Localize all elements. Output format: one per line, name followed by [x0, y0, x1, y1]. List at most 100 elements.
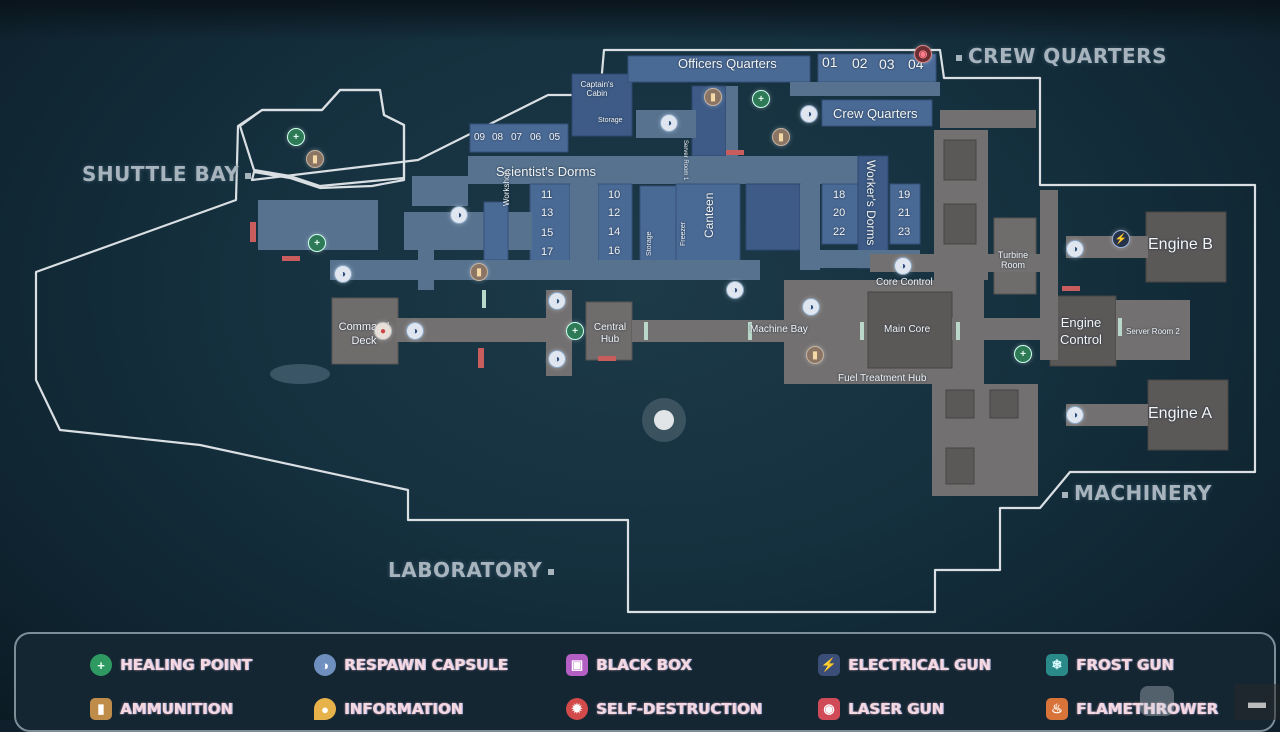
legend-electrical-gun: ⚡ ELECTRICAL GUN: [818, 654, 991, 676]
label-dorm-10: 10: [608, 189, 621, 201]
label-central-hub: Central Hub: [593, 322, 627, 345]
healing-point-icon: +: [90, 654, 112, 676]
label-freezer: Freezer: [680, 221, 687, 246]
section-crew-quarters: CREW QUARTERS: [950, 44, 1167, 68]
electrical-gun-icon[interactable]: ⚡: [1112, 230, 1130, 248]
label-crew-01: 01: [822, 54, 838, 70]
label-engine-a: Engine A: [1148, 405, 1213, 422]
label-turbine-room: Turbine Room: [997, 250, 1029, 270]
engine-b-room: [1145, 211, 1227, 283]
label-core-control: Core Control: [876, 277, 933, 288]
respawn-capsule-icon[interactable]: ◑: [1066, 240, 1084, 258]
label-main-core: Main Core: [884, 324, 931, 335]
main-core-room: [867, 291, 953, 369]
self-destruction-icon: ✹: [566, 698, 588, 720]
legend-laser-gun: ◉ LASER GUN: [818, 698, 944, 720]
label-dorm-23: 23: [898, 226, 911, 238]
weapon-icon[interactable]: ▬: [1234, 684, 1280, 720]
label-fuel-treatment-hub: Fuel Treatment Hub: [838, 373, 927, 384]
ammunition-icon[interactable]: ▮: [772, 128, 790, 146]
flamethrower-icon: ♨: [1046, 698, 1068, 720]
light-glow: [654, 410, 674, 430]
laser-gun-icon: ◉: [818, 698, 840, 720]
server-room-2-room: [1116, 300, 1190, 360]
label-machine-bay: Machine Bay: [750, 324, 808, 335]
captains-cabin-room: [571, 73, 633, 137]
label-workshop: Workshop: [502, 170, 511, 206]
healing-point-icon[interactable]: +: [752, 90, 770, 108]
label-dorm-15: 15: [541, 227, 554, 239]
legend-frost-gun: ❄ FROST GUN: [1046, 654, 1174, 676]
respawn-capsule-icon[interactable]: ◑: [800, 105, 818, 123]
healing-point-icon[interactable]: +: [287, 128, 305, 146]
ammunition-icon[interactable]: ▮: [806, 346, 824, 364]
label-server-room-1: Server Room 1: [682, 140, 688, 181]
top-shade: [0, 0, 1280, 40]
label-dorm-19: 19: [898, 189, 911, 201]
overlay-button[interactable]: [1140, 686, 1174, 716]
respawn-capsule-icon: ◑: [314, 654, 336, 676]
engine-a-room: [1147, 379, 1229, 451]
information-icon: ●: [314, 698, 336, 720]
label-dorm-11: 11: [541, 189, 553, 201]
crew-quarters-room: [821, 99, 933, 127]
label-dorm-13: 13: [541, 207, 554, 219]
label-dorm-12: 12: [608, 207, 621, 219]
legend-respawn-capsule: ◑ RESPAWN CAPSULE: [314, 654, 508, 676]
respawn-capsule-icon[interactable]: ◑: [548, 350, 566, 368]
black-box-icon: ▣: [566, 654, 588, 676]
label-crew-quarters: Crew Quarters: [833, 106, 918, 121]
label-engine-control: Engine Control: [1060, 315, 1102, 347]
label-dorm-07: 07: [511, 132, 523, 143]
healing-point-icon[interactable]: +: [308, 234, 326, 252]
label-server-room-2: Server Room 2: [1126, 327, 1180, 336]
label-scientists-dorms: Scientist's Dorms: [496, 164, 597, 179]
section-shuttle-bay: SHUTTLE BAY: [82, 162, 257, 186]
laser-gun-icon[interactable]: ◉: [914, 45, 932, 63]
label-dorm-14: 14: [608, 226, 621, 238]
label-dorm-20: 20: [833, 207, 846, 219]
respawn-capsule-icon[interactable]: ◑: [1066, 406, 1084, 424]
healing-point-icon[interactable]: +: [1014, 345, 1032, 363]
label-dorm-18: 18: [833, 189, 846, 201]
label-canteen: Canteen: [702, 192, 716, 238]
workers-dorms-room: [857, 155, 889, 269]
workshop-room: [483, 201, 509, 261]
officers-quarters-room: [627, 55, 811, 83]
label-officers-quarters: Officers Quarters: [678, 56, 777, 71]
respawn-capsule-icon[interactable]: ◑: [548, 292, 566, 310]
label-crew-02: 02: [852, 55, 868, 71]
ammunition-icon[interactable]: ▮: [704, 88, 722, 106]
respawn-capsule-icon[interactable]: ◑: [726, 281, 744, 299]
frost-gun-icon: ❄: [1046, 654, 1068, 676]
respawn-capsule-icon[interactable]: ◑: [802, 298, 820, 316]
label-crew-03: 03: [879, 56, 895, 72]
legend-self-destruction: ✹ SELF-DESTRUCTION: [566, 698, 762, 720]
respawn-capsule-icon[interactable]: ◑: [894, 257, 912, 275]
central-hub-room: [585, 301, 633, 361]
legend-information: ● INFORMATION: [314, 698, 463, 720]
respawn-capsule-icon[interactable]: ◑: [334, 265, 352, 283]
label-storage-top: Storage: [598, 117, 623, 124]
label-dorm-08: 08: [492, 132, 504, 143]
label-captains-cabin: Captain's Cabin: [580, 80, 614, 98]
storage-room: [639, 185, 677, 265]
canteen-room: [675, 183, 741, 265]
ammunition-icon[interactable]: ▮: [306, 150, 324, 168]
ammunition-icon[interactable]: ▮: [470, 263, 488, 281]
legend-ammunition: ▮ AMMUNITION: [90, 698, 233, 720]
label-dorm-05: 05: [549, 132, 561, 143]
respawn-capsule-icon[interactable]: ◑: [660, 114, 678, 132]
respawn-capsule-icon[interactable]: ◑: [450, 206, 468, 224]
label-dorm-16: 16: [608, 245, 621, 257]
healing-point-icon[interactable]: +: [566, 322, 584, 340]
map-legend: + HEALING POINT ◑ RESPAWN CAPSULE ▣ BLAC…: [14, 632, 1276, 732]
respawn-capsule-icon[interactable]: ◑: [406, 322, 424, 340]
label-dorm-21: 21: [898, 207, 911, 219]
information-icon[interactable]: ●: [374, 322, 392, 340]
machine-bay-corridor: [632, 320, 802, 342]
label-storage-mid: Storage: [646, 231, 653, 256]
label-workers-dorms: Worker's Dorms: [864, 160, 878, 246]
